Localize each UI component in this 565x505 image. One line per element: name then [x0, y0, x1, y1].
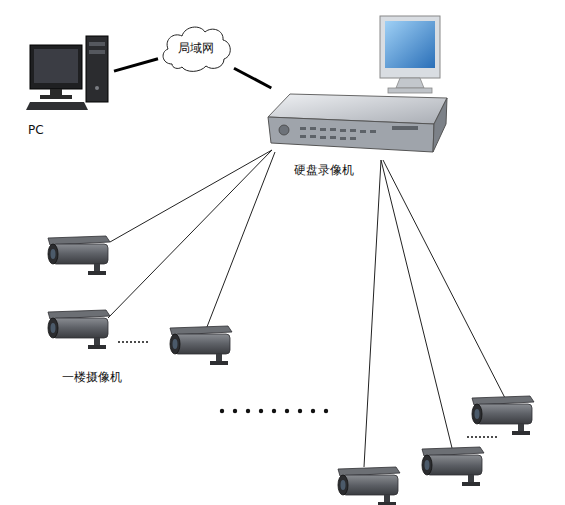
- camera: [170, 326, 232, 365]
- camera: [338, 467, 400, 505]
- camera: [472, 396, 534, 435]
- node-label: PC: [28, 123, 44, 138]
- camera-wires: [108, 150, 505, 467]
- dvr-illustration: [268, 94, 447, 152]
- cable-line: [234, 68, 271, 88]
- network-cloud: 局域网: [158, 20, 234, 76]
- cloud-outline: [163, 27, 230, 71]
- dvr-node: 硬盘录像机: [266, 88, 450, 180]
- ellipsis-dots: [118, 341, 497, 438]
- pc-illustration: [26, 36, 108, 110]
- network-cable: [234, 68, 271, 88]
- pc-node: PC: [22, 30, 114, 138]
- monitor-illustration: [380, 16, 440, 93]
- network-cable: [114, 59, 158, 71]
- camera: [48, 236, 110, 275]
- group-label: 一楼摄像机: [62, 370, 122, 385]
- node-label: 硬盘录像机: [294, 163, 354, 178]
- camera: [48, 310, 110, 349]
- camera: [422, 447, 484, 486]
- cloud-label: 局域网: [178, 41, 214, 56]
- cable-line: [114, 59, 158, 71]
